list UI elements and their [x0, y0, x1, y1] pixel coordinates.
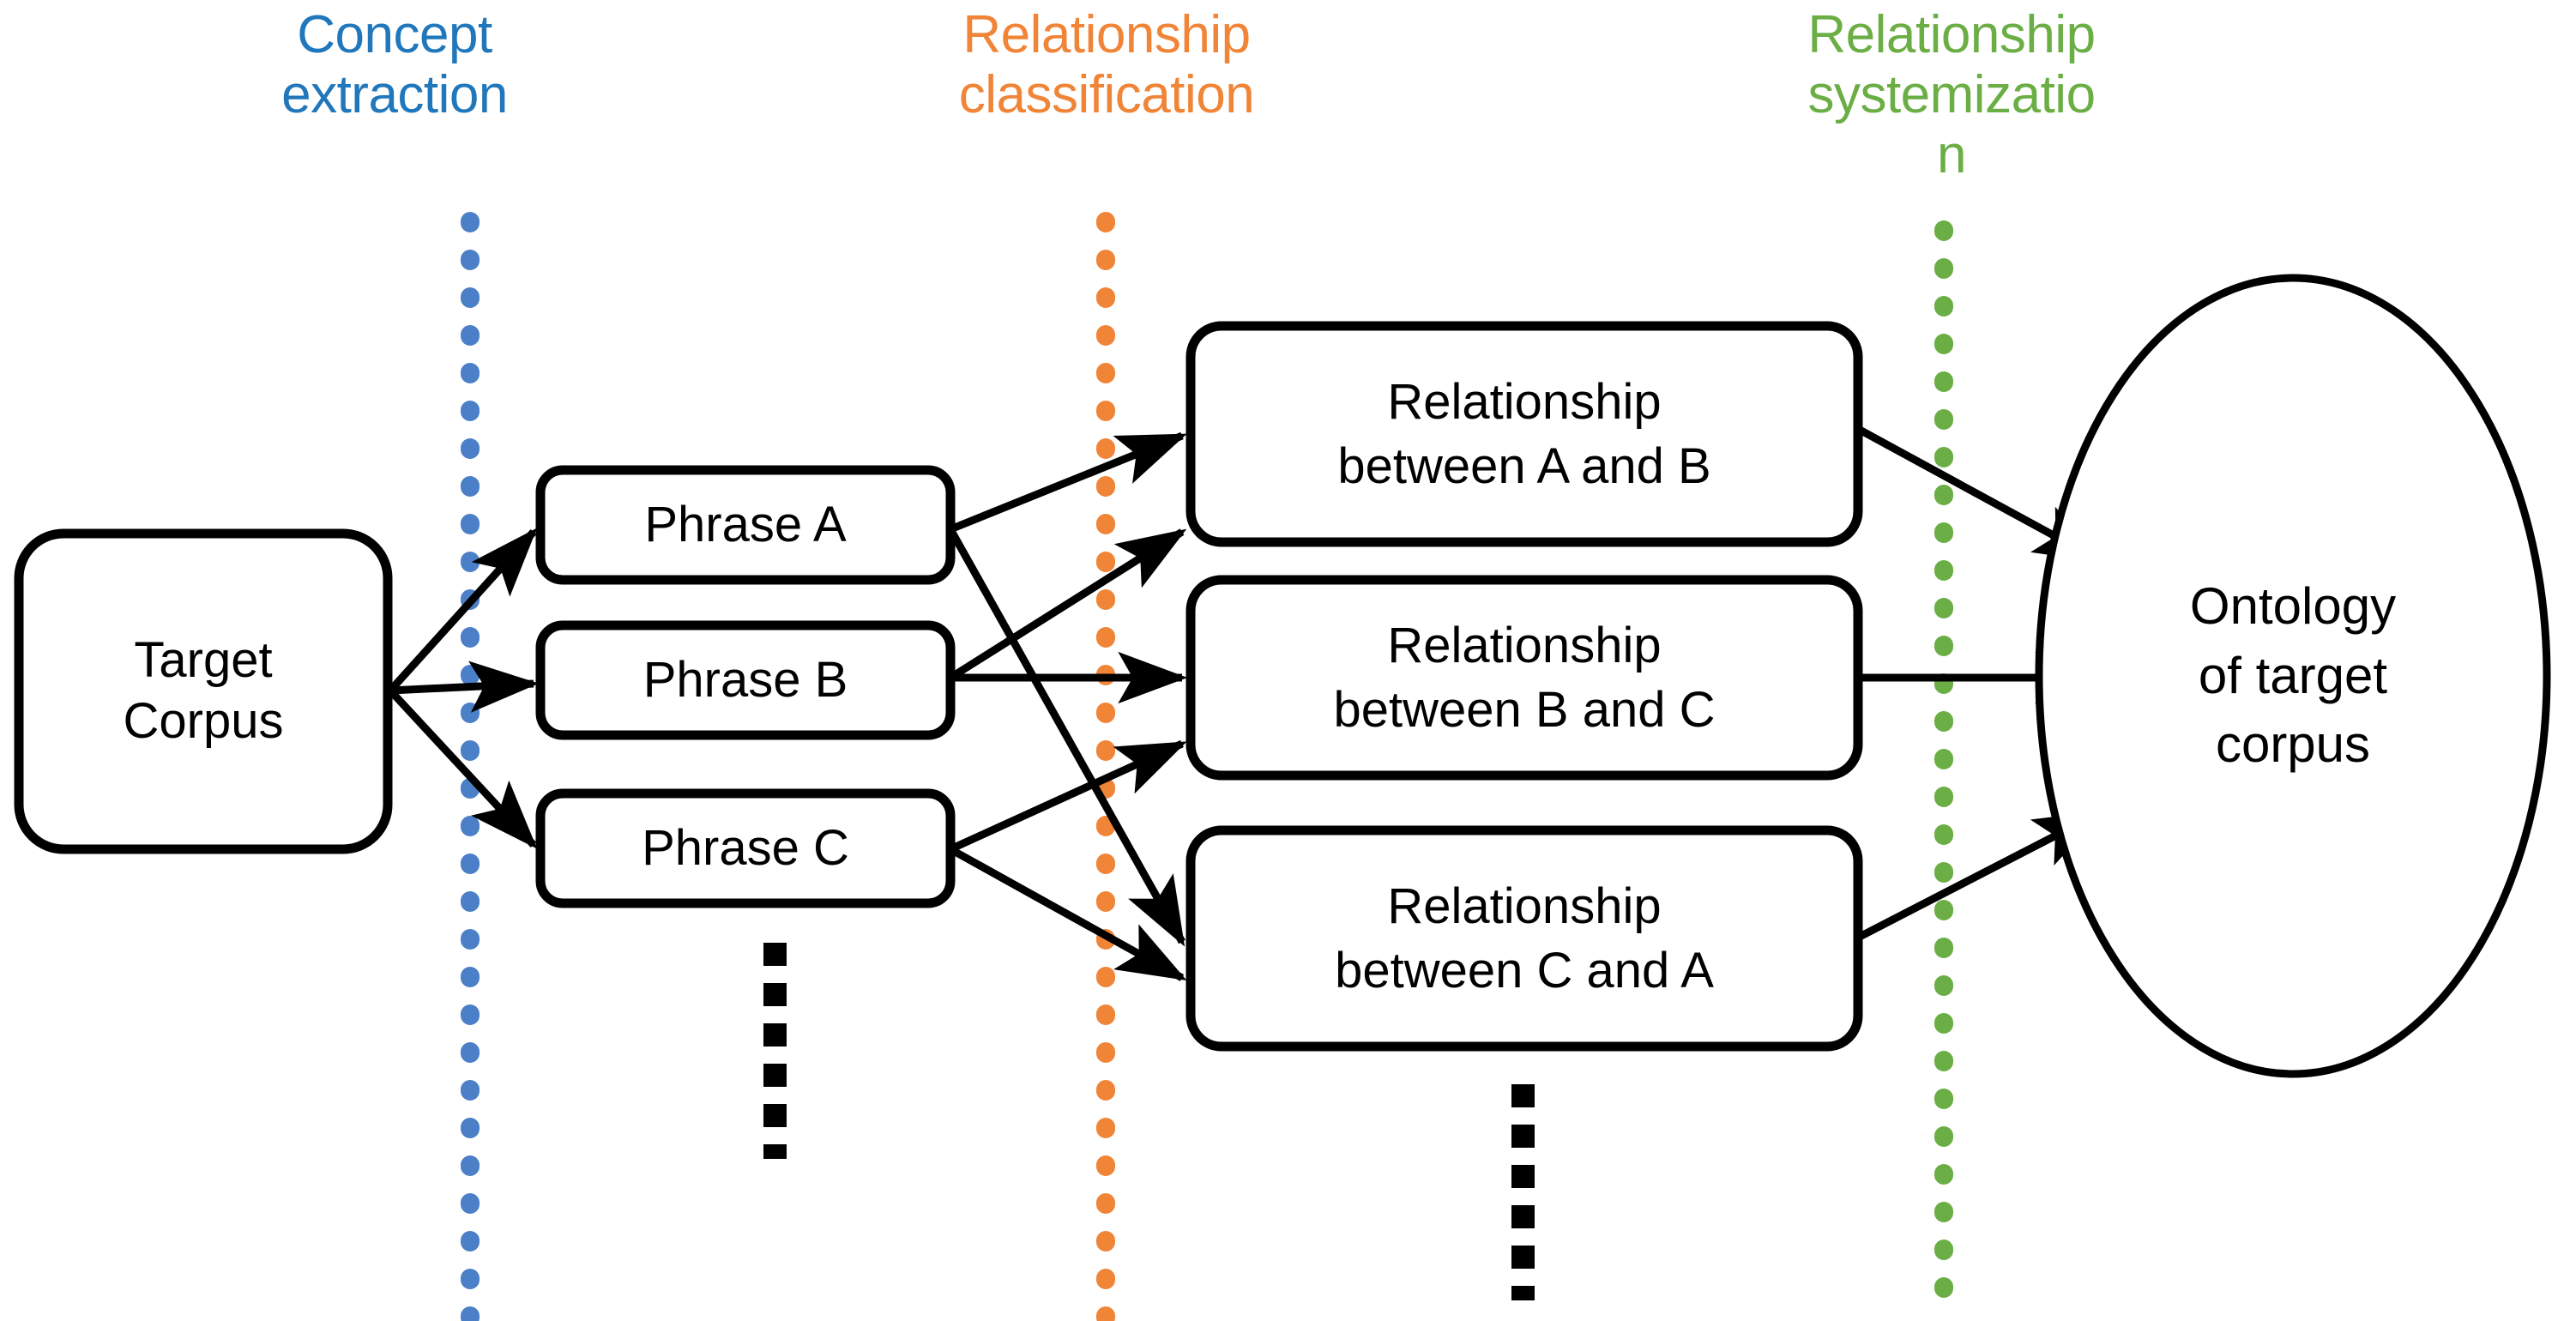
edge-corpus-to-phrase-b	[389, 660, 540, 713]
edge-phrase-c-to-relationship-ca	[948, 846, 1187, 981]
edges-corpus-to-phrases	[387, 528, 540, 849]
node-shape-target-corpus[interactable]	[14, 528, 393, 854]
edge-phrase-b-to-relationship-ab	[948, 528, 1187, 681]
relationships-ellipsis-icon	[1511, 1084, 1535, 1300]
node-shape-phrase-b[interactable]	[535, 620, 956, 740]
edge-phrase-a-to-relationship-ab	[949, 431, 1187, 534]
node-shape-relationship-ca[interactable]	[1185, 825, 1863, 1052]
stage-heading-relationship-classification: Relationship classification	[958, 5, 1255, 125]
stage-heading-relationship-systemization: Relationship systemizatio n	[1807, 5, 2096, 185]
edge-corpus-to-phrase-a	[387, 528, 538, 694]
edge-corpus-to-phrase-c	[387, 687, 538, 849]
edge-phrase-a-to-relationship-ca	[947, 527, 1185, 947]
stage-heading-concept-extraction: Concept extraction	[281, 5, 508, 125]
node-shape-ontology[interactable]	[2035, 274, 2551, 1078]
edges-phrases-to-relationships	[947, 431, 1188, 981]
node-shape-phrase-c[interactable]	[535, 788, 956, 908]
node-shape-phrase-a[interactable]	[535, 465, 956, 585]
phrases-ellipsis-icon	[763, 943, 787, 1159]
edge-phrase-c-to-relationship-bc	[949, 739, 1187, 854]
node-shape-relationship-ab[interactable]	[1185, 321, 1863, 547]
node-shape-relationship-bc[interactable]	[1185, 575, 1863, 781]
